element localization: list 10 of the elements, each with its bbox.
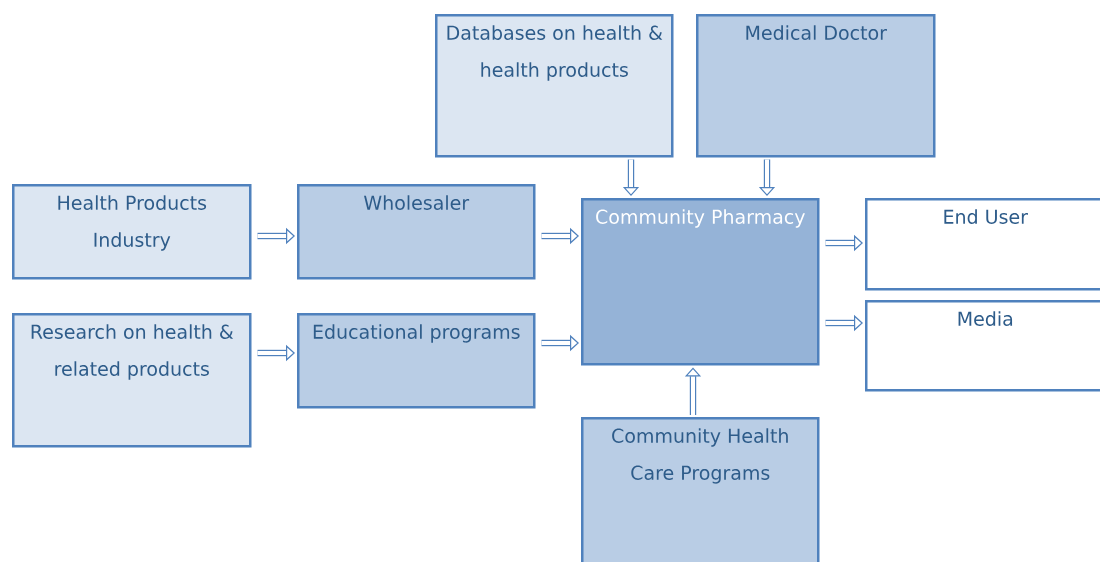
process-box: Medical Doctor — [696, 14, 936, 158]
process-box: Educational programs — [297, 313, 536, 409]
process-box: Health Products Industry — [12, 184, 252, 280]
process-box: Community Pharmacy — [581, 198, 820, 366]
process-box: Media — [865, 300, 1100, 392]
process-box: Wholesaler — [297, 184, 536, 280]
process-box: Research on health & related products — [12, 313, 252, 448]
process-box: Community Health Care Programs — [581, 417, 820, 562]
process-box: Databases on health & health products — [435, 14, 674, 158]
process-box: End User — [865, 198, 1100, 291]
